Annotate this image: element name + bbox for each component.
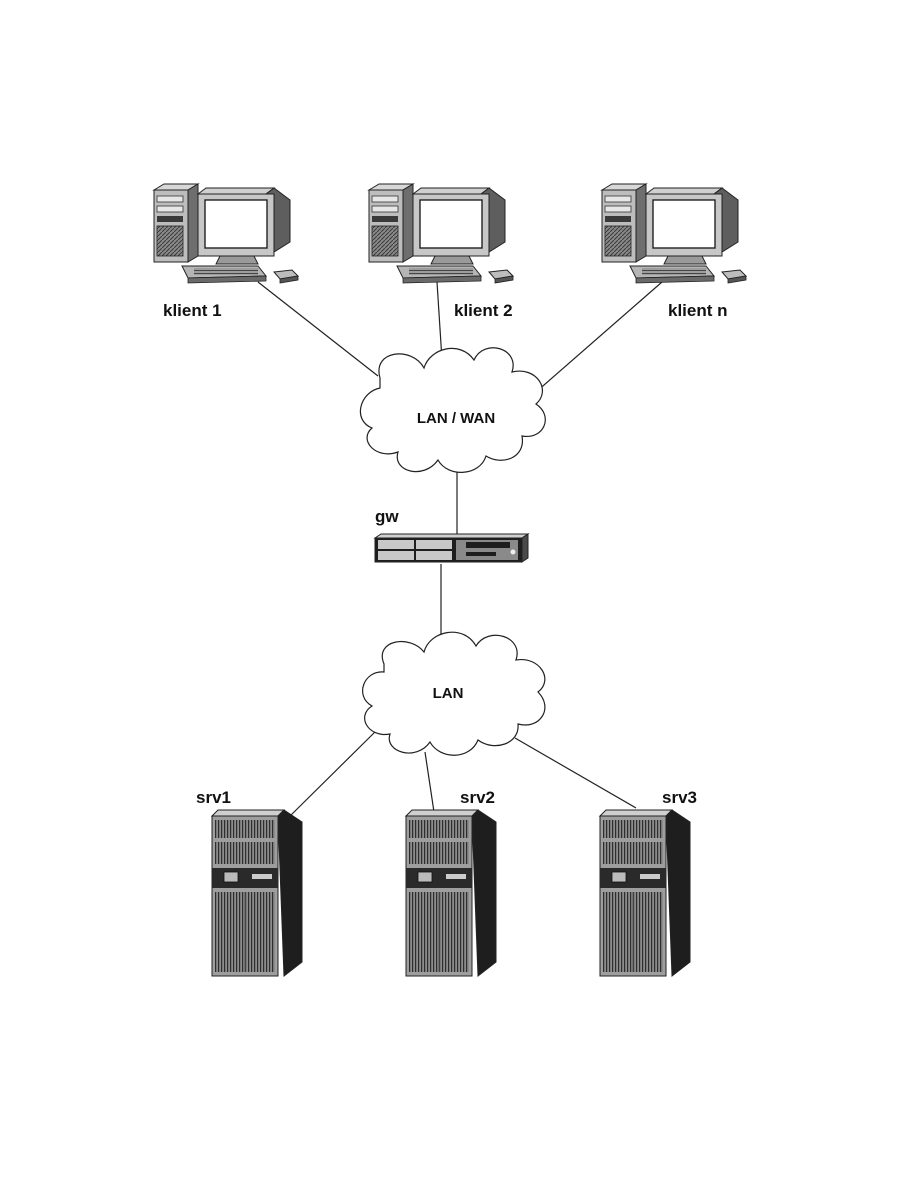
cloud-icon <box>359 347 546 473</box>
gateway-label: gw <box>375 507 399 526</box>
desktop-computer-icon <box>153 183 299 284</box>
tower-server-icon <box>599 809 691 977</box>
tower-server-icon <box>405 809 497 977</box>
client-1 <box>153 183 299 284</box>
rack-router-icon <box>373 533 530 563</box>
cloud-lan-wan: LAN / WAN <box>359 347 546 473</box>
link-klient2-cloud <box>436 281 443 361</box>
link-lan-srv1 <box>287 729 378 819</box>
link-lan-srv2 <box>424 751 435 813</box>
server-label: srv2 <box>460 788 495 807</box>
cloud-label: LAN / WAN <box>417 410 495 427</box>
link-lan-srv3 <box>514 737 637 809</box>
server-2 <box>405 809 497 977</box>
server-label: srv1 <box>196 788 231 807</box>
desktop-computer-icon <box>601 183 747 284</box>
cloud-label: LAN <box>433 685 464 702</box>
server-3 <box>599 809 691 977</box>
desktop-computer-icon <box>368 183 514 284</box>
client-label: klient 1 <box>163 301 222 320</box>
tower-server-icon <box>211 809 303 977</box>
link-klientn-cloud <box>535 281 663 393</box>
cloud-lan: LAN <box>362 631 546 756</box>
client-label: klient n <box>668 301 728 320</box>
cloud-icon <box>362 631 546 756</box>
client-2 <box>368 183 514 284</box>
client-n <box>601 183 747 284</box>
link-klient1-cloud <box>257 281 379 377</box>
client-label: klient 2 <box>454 301 513 320</box>
server-label: srv3 <box>662 788 697 807</box>
gateway <box>373 533 530 563</box>
server-1 <box>211 809 303 977</box>
